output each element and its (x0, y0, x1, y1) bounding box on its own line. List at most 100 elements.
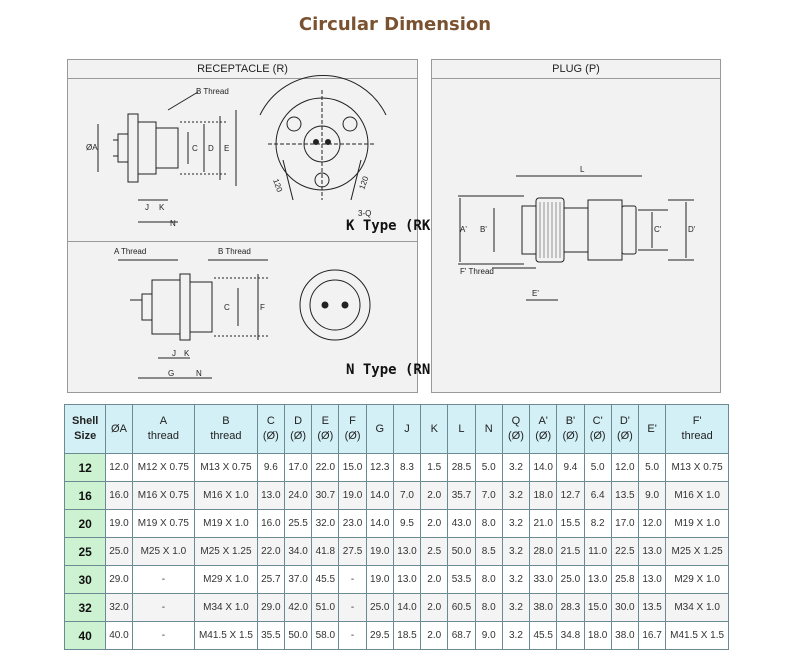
shell-size-cell: 16 (63, 481, 107, 510)
table-cell: 5.0 (474, 453, 503, 482)
table-cell: 13.0 (392, 565, 422, 594)
n-type-label: N Type (RN) (346, 362, 439, 378)
plug-f-thread-label: F' Thread (460, 267, 494, 276)
plug-l-label: L (580, 165, 585, 174)
table-cell: M29 X 1.0 (665, 565, 729, 594)
table-cell: 17.0 (610, 509, 640, 538)
table-header-cell: E(Ø) (311, 404, 340, 454)
table-cell: 5.0 (583, 453, 612, 482)
table-cell: 7.0 (474, 481, 503, 510)
table-cell: - (338, 621, 367, 650)
table-cell: 3.2 (501, 537, 531, 566)
header-line-2: Size (74, 430, 97, 442)
table-cell: 34.8 (556, 621, 585, 650)
plug-d-label: D' (688, 225, 696, 234)
table-cell: 9.0 (637, 481, 667, 510)
header-line-2: thread (147, 430, 179, 442)
table-cell: 38.0 (529, 593, 558, 622)
table-header-cell: F'thread (665, 404, 729, 454)
table-cell: 13.5 (610, 481, 640, 510)
table-cell: 8.3 (392, 453, 422, 482)
n-a-thread-label: A Thread (114, 247, 146, 256)
table-cell: 13.0 (637, 565, 667, 594)
header-line-2: (Ø) (317, 430, 334, 442)
header-line-2: (Ø) (589, 430, 606, 442)
k-j-label: J (145, 203, 149, 212)
table-cell: 13.0 (637, 537, 667, 566)
table-cell: 2.0 (420, 481, 449, 510)
table-cell: 23.0 (338, 509, 367, 538)
table-cell: 3.2 (501, 593, 531, 622)
table-cell: M34 X 1.0 (665, 593, 729, 622)
table-cell: 14.0 (529, 453, 558, 482)
table-cell: 14.0 (365, 509, 394, 538)
table-cell: 25.5 (283, 509, 313, 538)
table-cell: 19.0 (365, 565, 394, 594)
header-line-2: (Ø) (262, 430, 279, 442)
table-header-cell: A'(Ø) (529, 404, 558, 454)
table-header-cell: D(Ø) (283, 404, 313, 454)
table-cell: 2.0 (420, 509, 449, 538)
table-cell: 12.0 (610, 453, 640, 482)
shell-size-cell: 25 (63, 537, 107, 566)
header-line-1: J (404, 422, 410, 435)
table-cell: 45.5 (529, 621, 558, 650)
k-n-label: N (170, 219, 176, 228)
table-cell: 45.5 (311, 565, 340, 594)
table-cell: 16.0 (256, 509, 285, 538)
table-header-cell: C (Ø) (256, 404, 285, 454)
table-cell: 29.0 (105, 565, 133, 594)
table-cell: 3.2 (501, 565, 531, 594)
table-cell: 18.0 (583, 621, 612, 650)
table-cell: 35.5 (256, 621, 285, 650)
table-cell: 8.0 (474, 509, 503, 538)
n-f-label: F (260, 303, 265, 312)
k-angle-left-label: 120 (271, 178, 284, 194)
header-line-1: G (375, 422, 385, 435)
table-header-cell: C' (Ø) (583, 404, 612, 454)
table-cell: M25 X 1.0 (131, 537, 196, 566)
header-line-2: (Ø) (344, 430, 361, 442)
header-line-2: thread (210, 430, 242, 442)
table-cell: 2.0 (420, 593, 449, 622)
n-g-label: G (168, 369, 174, 378)
table-cell: - (338, 565, 367, 594)
table-cell: 25.8 (610, 565, 640, 594)
header-line-1: C' (592, 415, 603, 427)
table-cell: 68.7 (447, 621, 476, 650)
table-cell: 8.0 (474, 565, 503, 594)
k-d-label: D (208, 144, 214, 153)
table-header-cell: J (392, 404, 422, 454)
table-header-cell: D'(Ø) (610, 404, 640, 454)
table-cell: 13.0 (256, 481, 285, 510)
table-cell: 3.2 (501, 509, 531, 538)
plug-header: PLUG (P) (432, 60, 720, 79)
header-line-2: (Ø) (562, 430, 579, 442)
table-cell: 3.2 (501, 481, 531, 510)
table-cell: 8.0 (474, 593, 503, 622)
table-cell: 38.0 (610, 621, 640, 650)
table-cell: - (131, 593, 196, 622)
header-line-1: F' (692, 415, 702, 427)
header-line-1: Shell (72, 415, 99, 427)
table-cell: 25.0 (105, 537, 133, 566)
table-header-cell: G (365, 404, 394, 454)
table-cell: 60.5 (447, 593, 476, 622)
table-cell: 25.0 (556, 565, 585, 594)
table-cell: 13.5 (637, 593, 667, 622)
n-n-label: N (196, 369, 202, 378)
table-cell: 28.5 (447, 453, 476, 482)
table-cell: 15.0 (338, 453, 367, 482)
table-cell: 35.7 (447, 481, 476, 510)
header-line-1: D' (619, 415, 630, 427)
k-k-label: K (159, 203, 165, 212)
header-line-1: C (266, 415, 275, 427)
header-line-1: D (294, 415, 303, 427)
table-cell: 15.5 (556, 509, 585, 538)
header-line-1: B (222, 415, 230, 427)
table-cell: M13 X 0.75 (665, 453, 729, 482)
table-cell: M19 X 1.0 (665, 509, 729, 538)
